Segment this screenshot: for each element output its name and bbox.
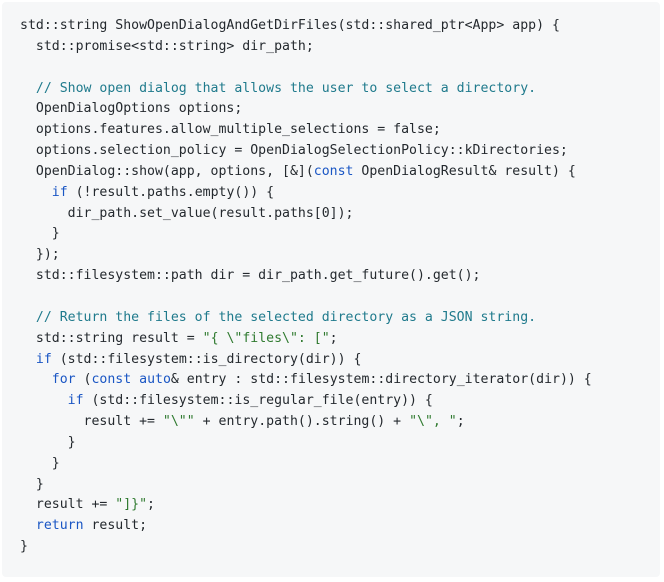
code-line: } — [20, 475, 660, 496]
code-line: options.selection_policy = OpenDialogSel… — [20, 141, 660, 162]
code-token-plain: (std::filesystem::is_regular_file(entry)… — [83, 393, 433, 409]
code-token-plain: result += — [20, 497, 116, 513]
code-token-keyword: for — [51, 372, 76, 388]
code-token-plain: OpenDialogResult& result) { — [353, 163, 576, 179]
code-line: result += "\"" + entry.path().string() +… — [20, 412, 660, 433]
code-line — [20, 287, 660, 308]
code-token-plain: OpenDialog::show(app, options, [&]( — [20, 163, 314, 179]
code-token-plain: std::filesystem::path dir = dir_path.get… — [20, 268, 481, 284]
code-token-plain: options.selection_policy = OpenDialogSel… — [20, 143, 568, 159]
code-line: dir_path.set_value(result.paths[0]); — [20, 204, 660, 225]
code-token-plain: dir_path.set_value(result.paths[0]); — [20, 205, 354, 221]
code-line: } — [20, 224, 660, 245]
code-line: if (!result.paths.empty()) { — [20, 183, 660, 204]
code-line: OpenDialogOptions options; — [20, 99, 660, 120]
code-line: // Return the files of the selected dire… — [20, 308, 660, 329]
code-token-plain: ; — [456, 414, 465, 430]
code-token-plain: } — [20, 226, 60, 242]
code-line: OpenDialog::show(app, options, [&](const… — [20, 162, 660, 183]
code-token-keyword: const — [313, 163, 354, 179]
code-line: } — [20, 537, 660, 558]
code-line: result += "]}"; — [20, 495, 660, 516]
code-token-plain: & entry : std::filesystem::directory_ite… — [170, 372, 592, 388]
code-token-plain: std::string result = — [20, 330, 203, 346]
code-line: for (const auto& entry : std::filesystem… — [20, 370, 660, 391]
code-line: } — [20, 454, 660, 475]
code-token-comment: // Return the files of the selected dire… — [20, 309, 537, 325]
code-token-keyword: return — [35, 518, 84, 534]
code-line: return result; — [20, 516, 660, 537]
code-line: std::promise<std::string> dir_path; — [20, 37, 660, 58]
code-token-plain — [20, 352, 36, 367]
code-token-plain: options.features.allow_multiple_selectio… — [20, 122, 441, 138]
code-token-string: "]}" — [115, 497, 148, 513]
code-token-plain: result += — [20, 414, 163, 430]
code-line: std::filesystem::path dir = dir_path.get… — [20, 266, 660, 287]
code-line: std::string result = "{ \"files\": ["; — [20, 329, 660, 350]
code-token-plain: ( — [75, 372, 92, 388]
code-line: if (std::filesystem::is_directory(dir)) … — [20, 350, 660, 371]
code-token-plain: + entry.path().string() + — [194, 414, 410, 430]
code-token-keyword: if — [67, 393, 84, 409]
code-token-keyword: auto — [139, 372, 171, 388]
code-line: options.features.allow_multiple_selectio… — [20, 120, 660, 141]
code-token-plain: std::promise<std::string> dir_path; — [20, 38, 314, 54]
code-token-plain: OpenDialogOptions options; — [20, 101, 243, 117]
code-token-plain: (std::filesystem::is_directory(dir)) { — [51, 351, 362, 367]
code-line: } — [20, 433, 660, 454]
code-token-plain: } — [20, 455, 60, 471]
code-token-string: "\", " — [409, 414, 457, 430]
code-token-plain — [20, 393, 68, 408]
code-line: std::string ShowOpenDialogAndGetDirFiles… — [20, 16, 660, 37]
code-token-keyword: if — [35, 351, 52, 367]
code-block: std::string ShowOpenDialogAndGetDirFiles… — [2, 2, 660, 577]
code-token-plain — [20, 372, 52, 387]
code-line: }); — [20, 245, 660, 266]
code-token-comment: // Show open dialog that allows the user… — [20, 80, 537, 96]
code-token-plain — [20, 518, 36, 533]
code-token-plain: } — [20, 476, 44, 492]
code-token-string: "\"" — [162, 414, 195, 430]
code-token-plain: (!result.paths.empty()) { — [67, 184, 275, 200]
code-token-keyword: const — [91, 372, 132, 388]
code-token-plain: std::string ShowOpenDialogAndGetDirFiles… — [20, 18, 560, 33]
code-token-plain — [20, 185, 52, 200]
code-token-string: "{ \"files\": [" — [202, 330, 330, 346]
code-line: // Show open dialog that allows the user… — [20, 79, 660, 100]
code-token-plain: } — [20, 434, 76, 450]
code-token-plain: ; — [329, 330, 338, 346]
code-token-plain: result; — [83, 518, 148, 534]
code-token-plain: ; — [147, 497, 155, 513]
code-token-plain — [131, 372, 139, 387]
code-token-plain: } — [20, 539, 28, 555]
code-token-plain: }); — [20, 247, 60, 263]
code-line: if (std::filesystem::is_regular_file(ent… — [20, 391, 660, 412]
code-line — [20, 58, 660, 79]
code-token-keyword: if — [51, 184, 68, 200]
